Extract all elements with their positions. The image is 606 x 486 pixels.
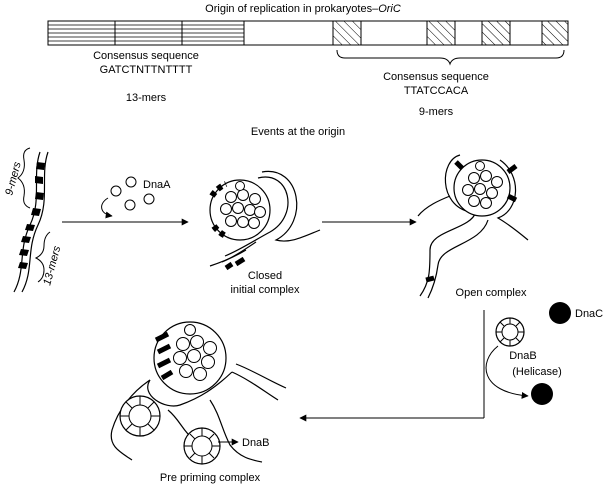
thirteen-mer-region (48, 21, 245, 45)
dnac-released (531, 383, 553, 405)
thirteen-mers-count: 13-mers (126, 92, 167, 104)
prepriming-label: Pre priming complex (160, 472, 261, 484)
oric-bar (47, 20, 569, 46)
dnac-label: DnaC (575, 308, 603, 320)
dnab-dnac-complex (495, 302, 571, 347)
left-consensus-sequence: GATCTNTTNTTTT (100, 64, 193, 76)
dnaa-monomers (110, 176, 155, 211)
dnab-bottom-label: DnaB (242, 437, 270, 449)
left-consensus-heading: Consensus sequence (93, 50, 199, 62)
right-consensus-sequence: TTATCCACA (404, 85, 469, 97)
strand-label-nine-mers: 9-mers (3, 160, 24, 197)
thirteen-mers-strand-brace (34, 231, 51, 283)
closed-label-line-2: initial complex (230, 284, 300, 296)
nine-mer-region (332, 20, 569, 46)
closed-initial-complex (209, 170, 321, 271)
nine-mers-strand-brace (17, 147, 31, 209)
closed-label-line-1: Closed (248, 270, 282, 282)
helicase-release-arrow (485, 345, 529, 399)
events-heading: Events at the origin (251, 126, 345, 138)
open-complex (417, 154, 529, 299)
pre-priming-complex (110, 321, 287, 465)
origin-title: Origin of replication in prokaryotes–Ori… (205, 3, 401, 15)
dnab-label: DnaB (509, 350, 537, 362)
nine-mers-count: 9-mers (419, 106, 454, 118)
strand-label-thirteen-mers: 13-mers (41, 244, 63, 287)
open-complex-label: Open complex (456, 287, 527, 299)
dnaa-joining-arrow (101, 197, 113, 219)
helicase-label: (Helicase) (512, 366, 562, 378)
nine-mer-brace (336, 49, 565, 66)
right-consensus-heading: Consensus sequence (383, 71, 489, 83)
dna-strand-left (13, 151, 49, 293)
dnaa-label: DnaA (143, 179, 171, 191)
